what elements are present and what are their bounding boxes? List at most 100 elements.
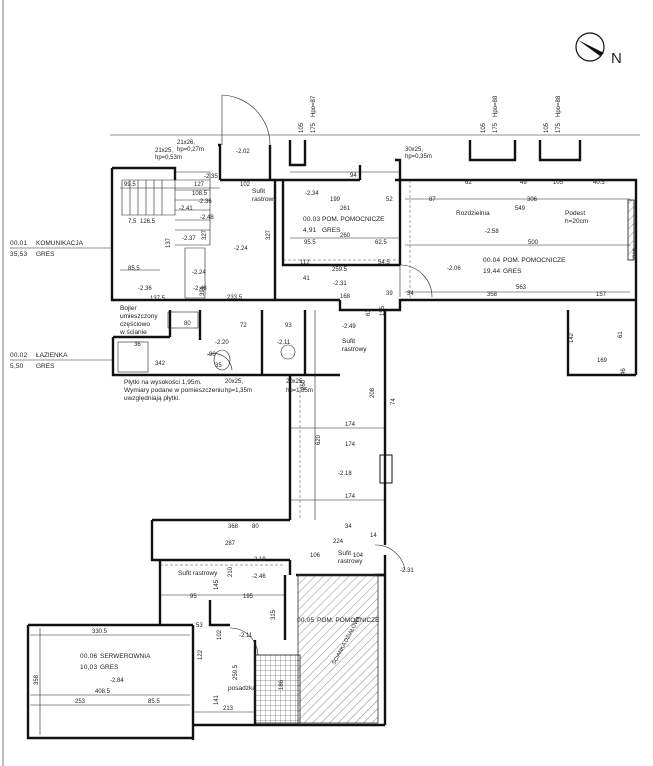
dim-label: 95: [190, 594, 197, 600]
window-note-5: 20x25, hp=1,85m: [286, 379, 313, 394]
dim-label: 90: [209, 352, 216, 358]
radiator-icon: [379, 454, 393, 484]
dim-label: 104: [353, 553, 364, 559]
header-side: Hpo=88: [493, 95, 499, 117]
note-podest: Podest h=20cm: [565, 210, 588, 225]
dim-label: 141: [214, 694, 220, 705]
note-line: Płytki na wysokości 1,95m.: [124, 379, 202, 386]
room-name: ŁAZIENKA: [36, 352, 68, 359]
dim-label: 122: [198, 649, 204, 660]
dim-label: 80: [252, 524, 259, 530]
window-size: 20x25,: [286, 379, 304, 385]
dim-label: 126.5: [140, 219, 156, 225]
dim-label: 287: [225, 541, 236, 547]
dim-label: 210: [228, 566, 234, 577]
note-line: uwzględniają płytki.: [124, 395, 180, 402]
dim-label: 39: [386, 291, 393, 297]
dim-label: 259.5: [233, 664, 239, 680]
header-side: Hpo=87: [311, 95, 317, 117]
level-mark: -2.20: [215, 340, 229, 346]
note-line: Sufit: [252, 188, 265, 195]
note-line: częściowo: [120, 321, 150, 328]
dim-label: 174: [345, 494, 356, 500]
window-height: hp=0,53m: [155, 155, 182, 161]
room-floor: GRES: [36, 363, 55, 370]
dim-label: 358: [34, 674, 40, 685]
dim-label: 327: [202, 229, 208, 240]
dim-label: 391: [200, 285, 206, 296]
dim-label: 14: [370, 533, 377, 539]
dim-label: 174: [345, 442, 356, 448]
window-note-3: 30x25, hp=0,35m: [405, 147, 432, 160]
dim-label: 195: [243, 594, 254, 600]
level-mark: -2.24: [192, 270, 206, 276]
level-mark: -2.46: [252, 574, 266, 580]
room-area: 4,91: [303, 227, 317, 234]
window-height: hp=0,35m: [405, 154, 432, 160]
note-sufit-low: Sufit rastrowy: [178, 570, 218, 577]
header-group-3: 105 175 Hpo=88: [544, 95, 562, 133]
room-label-pom5: 00.05 POM. POMOCNICZE: [297, 617, 380, 624]
room-floor: GRES: [322, 227, 341, 234]
dim-label: 155: [380, 305, 386, 316]
room-number: 00.02: [10, 352, 27, 359]
note-sufit-mid: Sufit rastrowy: [342, 338, 367, 353]
header-top: 105: [544, 122, 550, 133]
room-number: 00.06: [80, 653, 97, 660]
dim-label: 99.5: [124, 182, 136, 188]
level-mark: -2.41: [179, 206, 193, 212]
dim-label: 95.5: [304, 240, 316, 246]
room-name: POM. POMOCNICZE: [503, 257, 566, 264]
room-label-pom3: 00.03 POM. POMOCNICZE 4,91 GRES: [303, 216, 385, 234]
level-mark: -2.35: [204, 174, 218, 180]
level-markers: -2.02 -2.35 -2.34 -2.36 -2.48 -2.58 -2.0…: [110, 149, 499, 684]
note-bojler: Bojler umieszczony częściowo w ścianie: [119, 305, 158, 336]
dim-label: 102: [217, 629, 223, 640]
dim-label: 7.5: [128, 219, 137, 225]
dim-label: 34: [407, 291, 414, 297]
dim-label: 137: [166, 237, 172, 248]
north-arrow-icon: [575, 32, 605, 62]
note-rozdzielnia: Rozdzielnia: [456, 210, 490, 217]
room-label-lazienka: 00.02 ŁAZIENKA 5,50 GRES: [10, 352, 113, 370]
note-line: h=20cm: [565, 218, 588, 225]
level-mark: -2.06: [447, 266, 461, 272]
room-area: 10,03: [80, 664, 97, 671]
level-mark: -2.11: [277, 340, 291, 346]
room-floor: GRES: [503, 268, 522, 275]
dim-label: 224: [333, 539, 344, 545]
north-label: N: [611, 50, 622, 67]
header-bottom: 175: [493, 122, 499, 133]
header-side: Hpo=88: [556, 95, 562, 117]
dim-label: 358: [487, 292, 498, 298]
window-note-2: 21x25, hp=0,53m: [155, 148, 182, 161]
header-bottom: 175: [311, 122, 317, 133]
level-mark: -2.24: [234, 246, 248, 252]
dim-label: 72: [240, 323, 247, 329]
dim-label: 63: [366, 309, 372, 316]
dim-label: 261: [340, 206, 351, 212]
dim-label: 53: [196, 623, 203, 629]
dim-label: 62.5: [375, 240, 387, 246]
level-mark: -2.11: [239, 633, 253, 639]
note-plytki: Płytki na wysokości 1,95m. Wymiary podan…: [124, 379, 224, 402]
dim-label: 330.5: [92, 629, 108, 635]
window-note-4: 20x25, hp=1,35m: [225, 379, 252, 394]
note-line: umieszczony: [120, 313, 158, 320]
room-label-serwerownia: 00.06 SERWEROWNIA 10,03 GRES: [80, 653, 151, 671]
level-mark: -2.48: [200, 215, 214, 221]
note-posadzka: posadzka: [228, 685, 256, 692]
room-floor: GRES: [100, 664, 119, 671]
room-name: POM. POMOCNICZE: [317, 617, 380, 624]
level-mark: -2.84: [110, 678, 124, 684]
dim-label: 260: [301, 379, 307, 390]
dim-label: 35: [215, 363, 222, 369]
level-mark: -2.31: [400, 568, 414, 574]
dim-label: 168: [340, 294, 351, 300]
dim-label: 213: [223, 706, 234, 712]
note-line: Wymiary podane w pomieszczeniu: [124, 387, 224, 394]
dim-label: 41: [303, 276, 310, 282]
dim-label: 74: [391, 398, 397, 405]
floor-grid-area: [254, 654, 301, 724]
